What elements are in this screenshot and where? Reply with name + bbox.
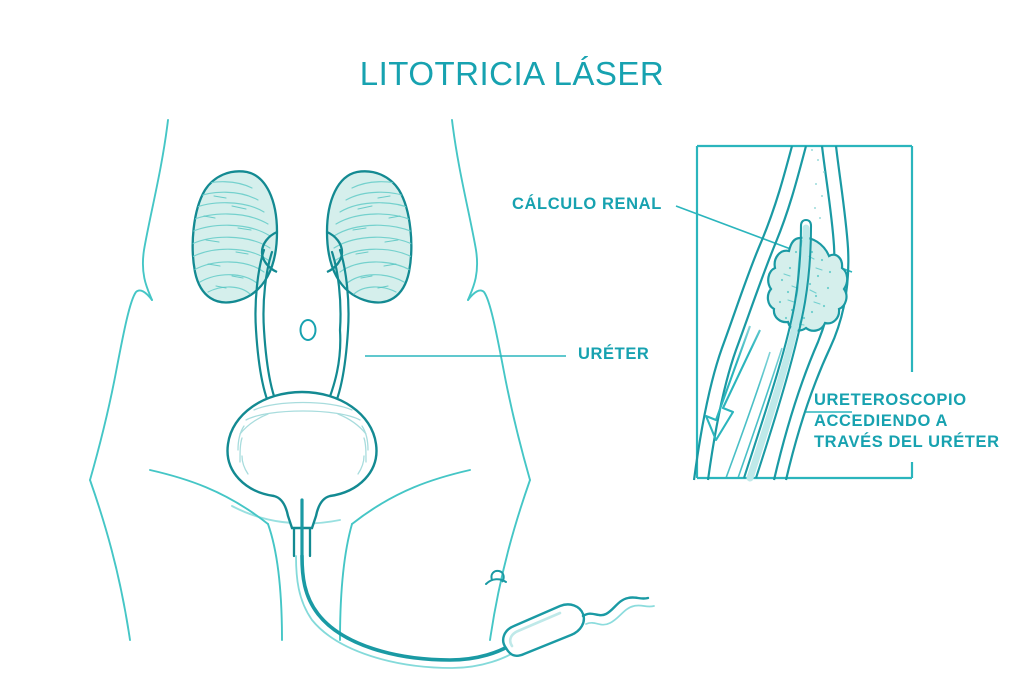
inset-contents: [692, 145, 850, 482]
inset-ureter-wall-left: [692, 145, 794, 481]
body-silhouette: [89, 119, 531, 641]
scope-knob: [490, 569, 505, 583]
label-ureter: URÉTER: [578, 345, 650, 363]
inset-panel-frame: [695, 144, 914, 480]
bladder: [226, 390, 378, 558]
navel: [299, 319, 317, 341]
ureteroscope-instrument: [295, 498, 655, 669]
ureter-left-wall-outer: [254, 248, 270, 404]
direction-arrow: [704, 325, 761, 442]
ureter-left-wall-inner: [262, 250, 278, 404]
page-title: LITOTRICIA LÁSER: [359, 55, 665, 92]
kidney-right: [325, 170, 413, 304]
ureter-right-wall-inner: [326, 250, 342, 404]
ureter-right-wall-outer: [334, 248, 350, 404]
kidney-left: [191, 170, 279, 304]
inset-scope-tip: [799, 218, 813, 227]
inset-lumen-stipple: [811, 149, 825, 219]
scope-tube: [300, 554, 514, 662]
ureters: [254, 248, 350, 404]
inset-scope-shaft: [746, 224, 810, 482]
scope-cable: [581, 596, 650, 618]
scope-handle: [485, 569, 585, 657]
label-ureteroscopio: URETEROSCOPIO ACCEDIENDO A TRAVÉS DEL UR…: [814, 391, 1000, 451]
urethra: [292, 526, 312, 558]
label-calculo-renal: CÁLCULO RENAL: [512, 195, 662, 213]
